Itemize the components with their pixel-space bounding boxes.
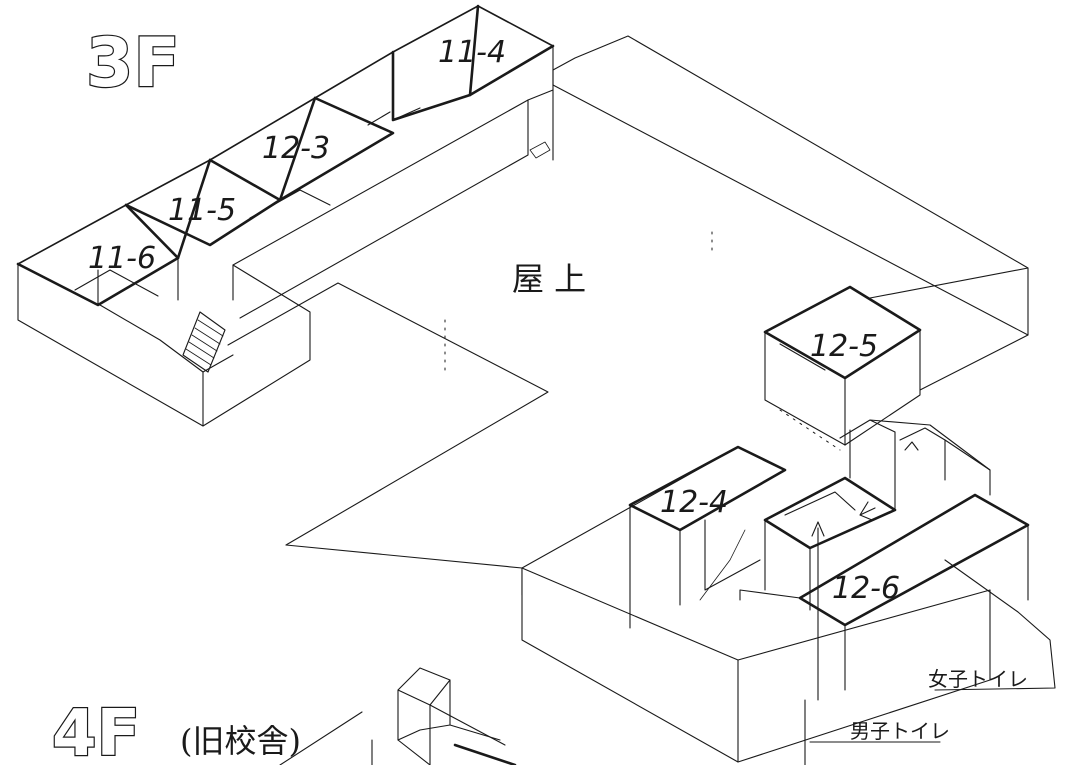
rooftop-label: 屋 上: [512, 260, 586, 298]
wing-3f-right: [552, 69, 1029, 391]
floor-4f-note: (旧校舎): [180, 722, 301, 760]
room-label-11-4: 11-4: [438, 35, 506, 70]
wing-lower-right: [521, 419, 1056, 765]
room-label-12-6: 12-6: [832, 571, 900, 606]
callout-mens-toilet: 男子トイレ: [850, 719, 950, 743]
old-building-4f: [279, 667, 517, 765]
room-12-5-box: [763, 285, 922, 451]
floor-label-4f: 4F: [52, 697, 140, 765]
floor-label-3f: 3F: [86, 24, 180, 103]
room-label-11-6: 11-6: [88, 241, 156, 276]
room-label-12-4: 12-4: [660, 485, 728, 520]
room-label-12-3: 12-3: [262, 131, 330, 166]
callout-womens-toilet: 女子トイレ: [928, 667, 1028, 691]
room-label-11-5: 11-5: [168, 193, 236, 228]
wing-3f-left: [16, 4, 1029, 427]
room-label-12-5: 12-5: [810, 329, 878, 364]
